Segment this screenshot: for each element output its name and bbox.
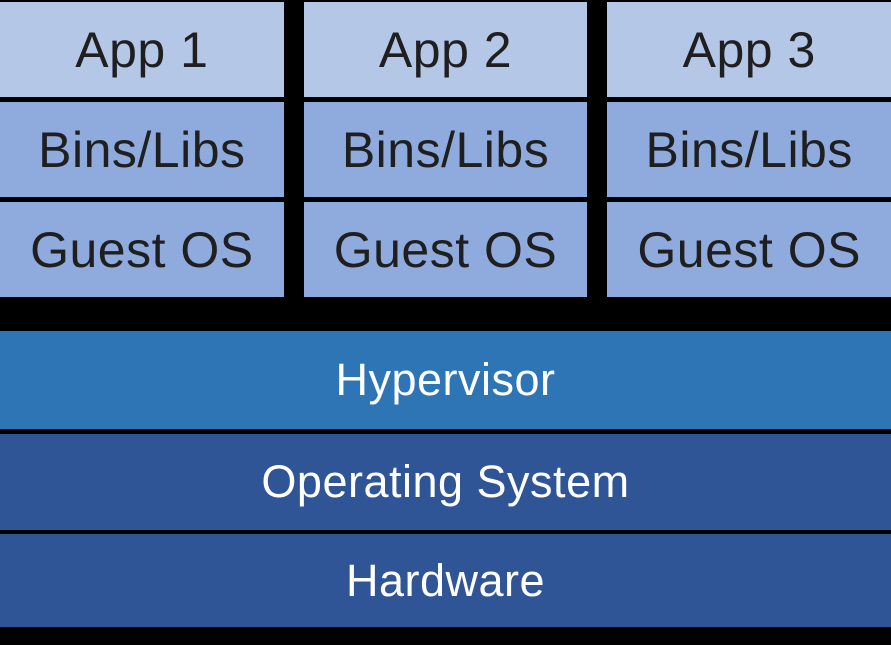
bins-libs-3-box: Bins/Libs [607,102,891,197]
vm-column-2: App 2 Bins/Libs Guest OS [303,2,588,297]
hypervisor-os-divider [0,429,891,434]
app-1-box: App 1 [0,2,284,97]
hardware-bar: Hardware [0,534,891,627]
guest-os-3-box: Guest OS [607,202,891,297]
guest-os-2-box: Guest OS [303,202,588,297]
vm-column-3: App 3 Bins/Libs Guest OS [607,2,891,297]
operating-system-bar: Operating System [0,434,891,530]
vm-columns-section: App 1 Bins/Libs Guest OS App 2 Bins/Libs… [0,0,891,297]
vm-column-1: App 1 Bins/Libs Guest OS [0,2,284,297]
hypervisor-bar: Hypervisor [0,331,891,429]
columns-bars-divider [0,297,891,331]
bins-libs-1-box: Bins/Libs [0,102,284,197]
os-hardware-divider [0,530,891,534]
app-2-box: App 2 [303,2,588,97]
bins-libs-2-box: Bins/Libs [303,102,588,197]
guest-os-1-box: Guest OS [0,202,284,297]
app-3-box: App 3 [607,2,891,97]
